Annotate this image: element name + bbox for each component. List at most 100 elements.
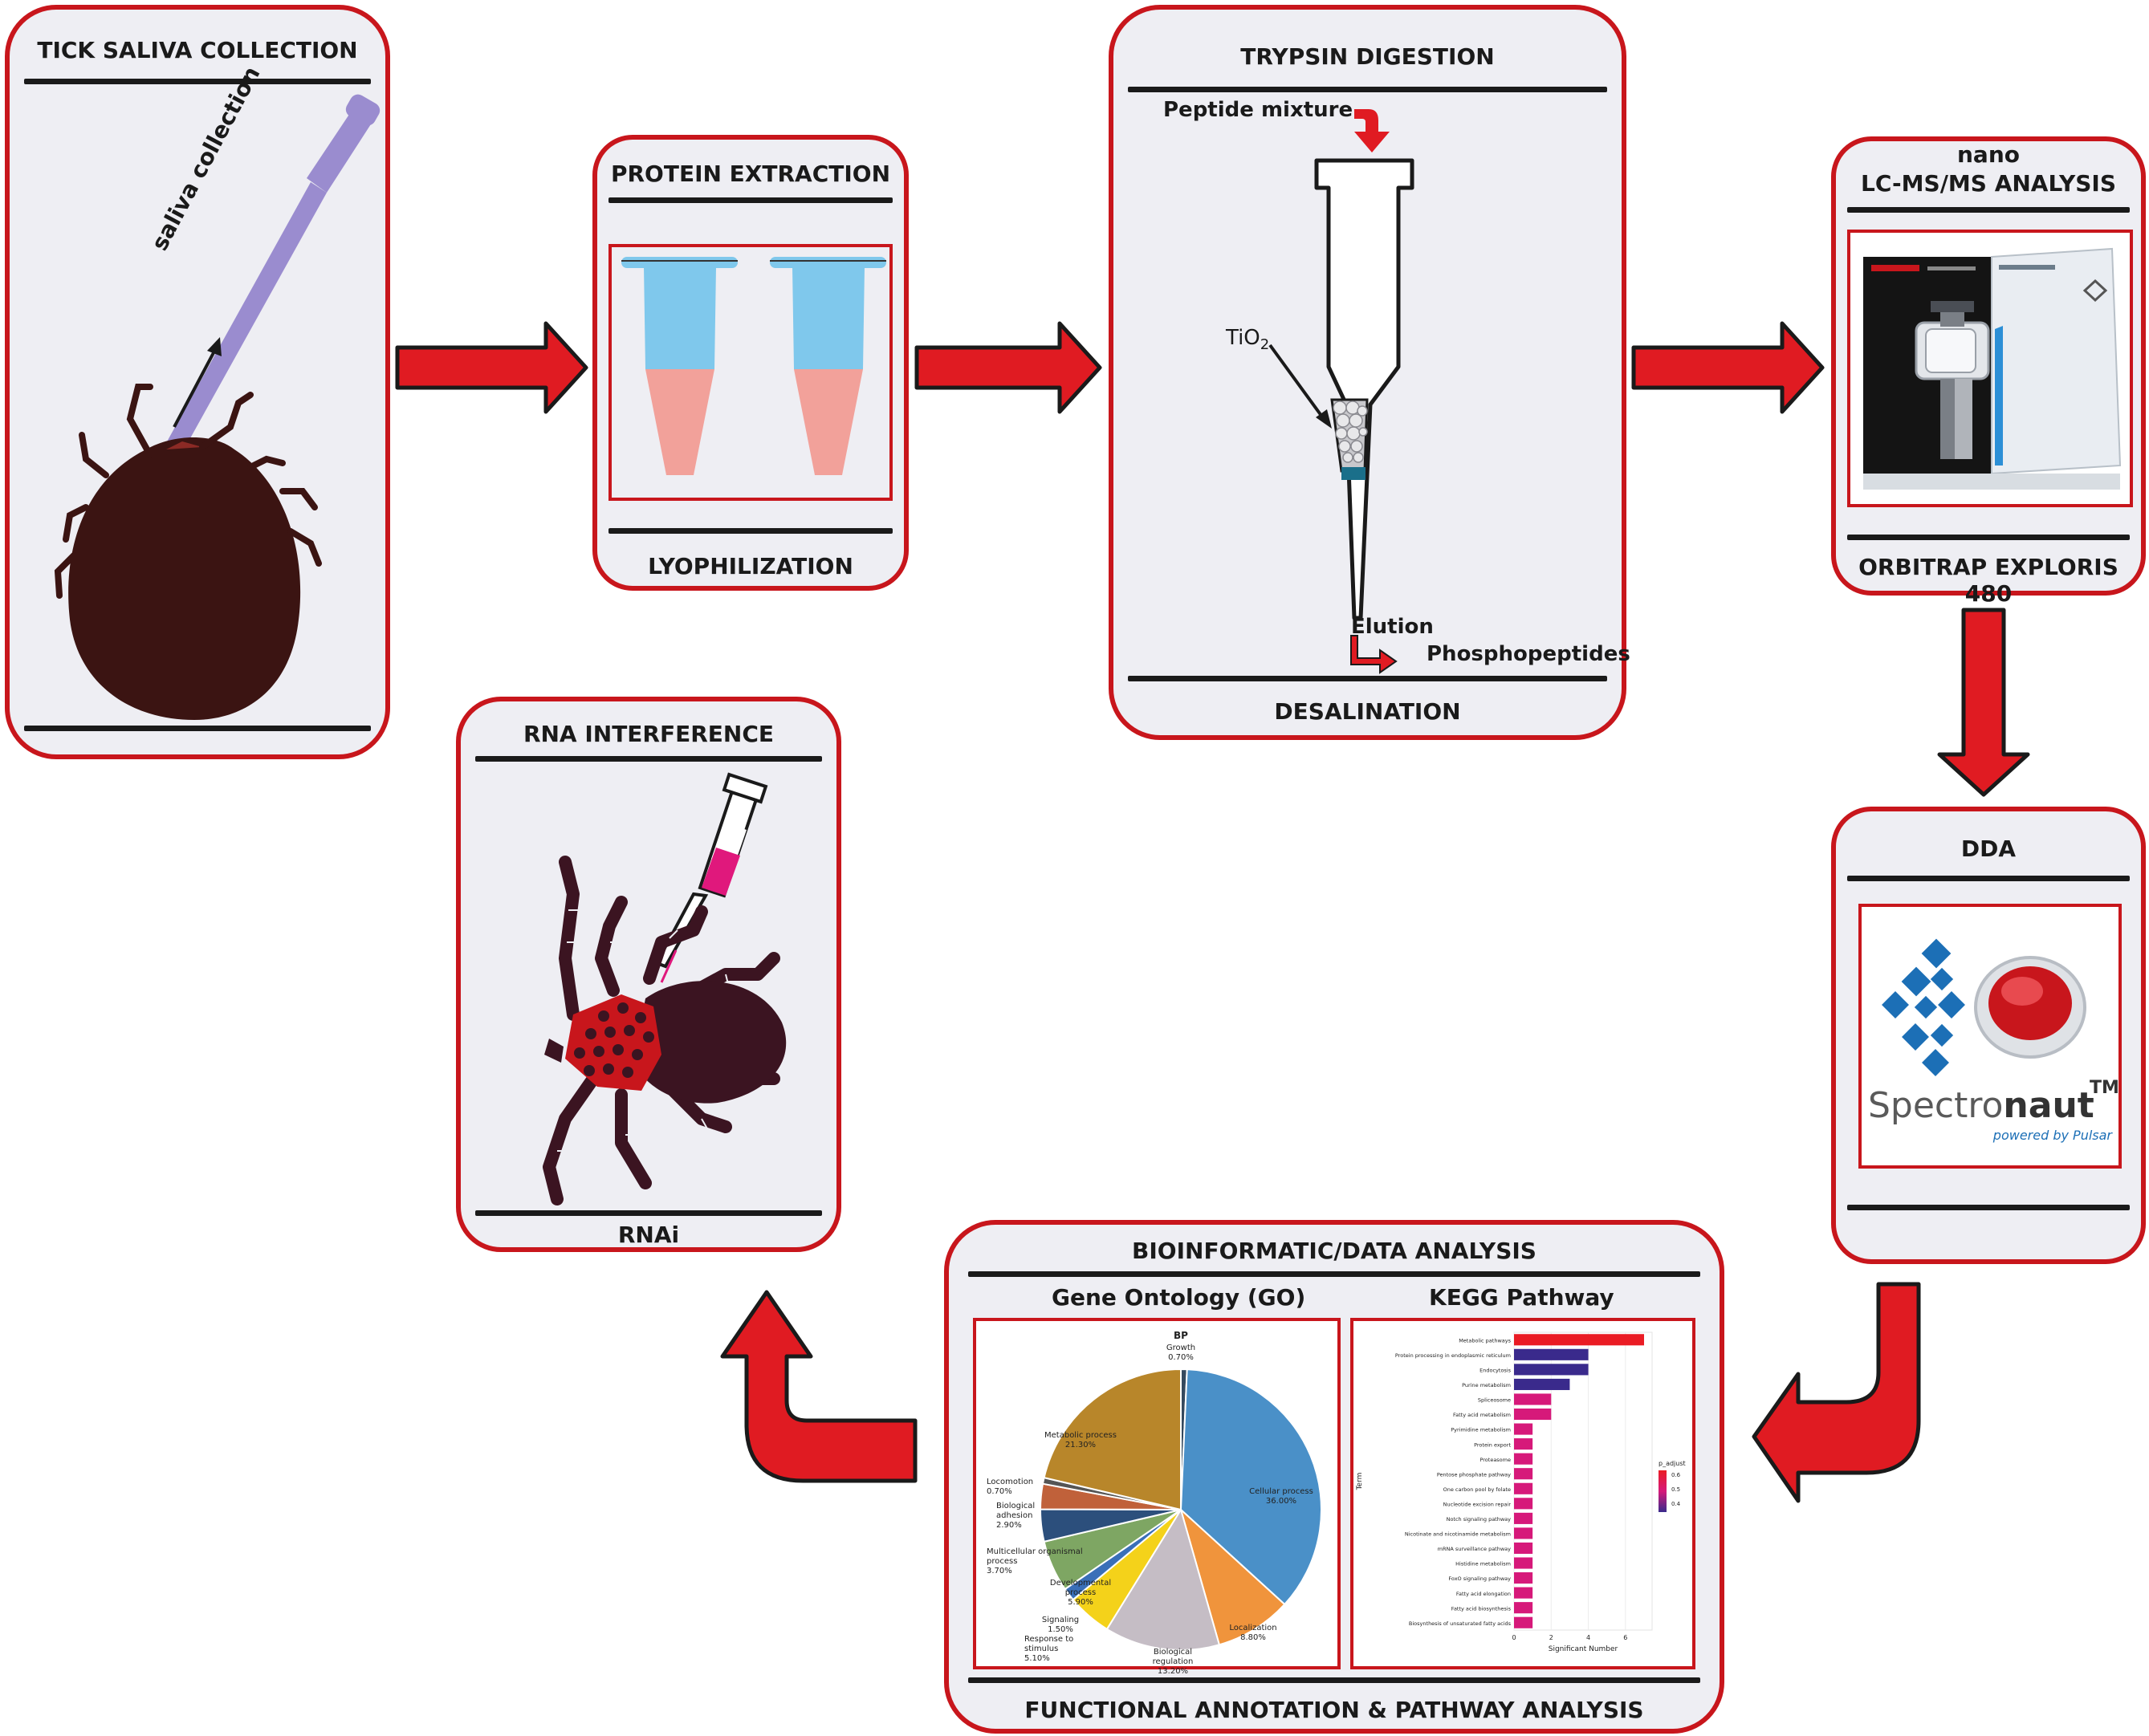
elution-arrow-icon [1350,635,1398,674]
panel-footer: LYOPHILIZATION [648,553,853,579]
slice-value: 8.80% [1240,1633,1266,1642]
slice-value: 0.70% [987,1487,1012,1496]
bar [1514,1527,1533,1539]
tube-icon [770,257,886,475]
legend-title: p_adjust [1659,1460,1686,1467]
pie-title: BP [1174,1330,1188,1341]
divider-bottom [1847,535,2130,540]
slice-label: Metabolic process [1044,1431,1117,1440]
pipette-icon [166,182,327,453]
panel-footer: RNAi [617,1222,680,1248]
tubes-frame [608,244,893,501]
panel-footer: DESALINATION [1274,698,1461,725]
panel-bioinformatic-analysis: BIOINFORMATIC/DATA ANALYSIS Gene Ontolog… [944,1220,1724,1734]
peptide-mixture-label: Peptide mixture [1163,98,1353,122]
slice-value: 36.00% [1266,1497,1296,1506]
slice-label: adhesion [996,1511,1032,1520]
slice-label: Developmental [1050,1579,1111,1588]
category-label: Fatty acid biosynthesis [1451,1605,1512,1612]
divider-top [1128,87,1607,92]
bar [1514,1393,1552,1405]
category-label: Pyrimidine metabolism [1451,1427,1511,1433]
category-label: Purine metabolism [1462,1382,1511,1388]
panel-footer: ORBITRAP EXPLORIS 480 [1858,554,2118,607]
orbitrap-instrument-illustration [1863,247,2122,490]
bar [1514,1348,1589,1360]
divider-bottom [1128,676,1607,681]
bar [1514,1482,1533,1494]
x-axis-label: Significant Number [1549,1645,1618,1653]
slice-label: Cellular process [1249,1487,1313,1496]
bar [1514,1364,1589,1376]
divider-bottom [24,726,371,731]
slice-label: stimulus [1024,1645,1058,1653]
slice-value: 3.70% [987,1567,1012,1575]
panel-title: DDA [1960,835,2017,862]
panel-title: TICK SALIVA COLLECTION [37,37,358,63]
tio2-subscript: 2 [1260,336,1270,354]
red-dome-icon [1974,956,2086,1059]
software-logo-frame: Spectronaut TM powered by Pulsar [1858,904,2122,1169]
divider-top [1847,876,2130,881]
bar [1514,1423,1533,1435]
bar [1514,1572,1533,1584]
slice-label: process [1065,1588,1096,1597]
pie-slice [1105,1507,1221,1651]
legend-tick: 0.6 [1671,1472,1681,1478]
slice-value: 13.20% [1158,1667,1188,1676]
panel-title-line1: nano [1957,141,2020,168]
bar [1514,1602,1533,1614]
y-axis-label: Term [1356,1473,1364,1491]
kegg-header: KEGG Pathway [1429,1284,1614,1311]
slice-label: Growth [1166,1344,1195,1352]
divider-top [1847,207,2130,213]
divider-top [475,756,822,762]
plot-area [1513,1331,1653,1631]
x-tick-label: 6 [1623,1634,1627,1641]
spin-column-illustration [1268,109,1414,674]
arrow-lcms-to-dda [1937,608,2030,797]
slice-label: Localization [1229,1624,1276,1632]
spectronaut-logo: Spectronaut TM powered by Pulsar [1868,938,2119,1143]
divider-top [608,197,893,203]
panel-title: TRYPSIN DIGESTION [1240,43,1495,70]
divider-bottom [1847,1205,2130,1210]
slice-value: 1.50% [1048,1625,1073,1634]
bar [1514,1512,1533,1524]
panel-lcms-analysis: nano LC-MS/MS ANALYSIS ORBITRAP EX [1831,136,2146,607]
category-label: Spliceosome [1478,1397,1511,1404]
tick-icon [543,856,787,1205]
spin-column-icon [1314,158,1414,620]
category-label: Protein export [1474,1441,1511,1448]
slice-label: Response to [1024,1635,1073,1644]
arrow-saliva-to-extraction [395,321,588,414]
collection-arrow-icon [173,346,218,428]
slice-label: Locomotion [987,1478,1033,1486]
tube-icon [621,257,738,475]
tubes-illustration [621,257,886,475]
rnai-tick-illustration [543,772,787,1205]
logo-wordmark: Spectronaut [1868,1085,2094,1126]
divider-top [24,79,371,84]
legend-colorbar [1659,1470,1667,1512]
x-tick-label: 2 [1549,1634,1553,1641]
arrow-extraction-to-trypsin [914,321,1102,414]
category-label: Pentose phosphate pathway [1437,1471,1511,1478]
bar [1514,1438,1533,1450]
tick-icon [54,384,322,720]
category-label: Fatty acid elongation [1456,1591,1511,1597]
slice-value: 5.10% [1024,1654,1050,1663]
panel-protein-extraction: PROTEIN EXTRACTION LYOPHILIZATION [592,135,909,591]
category-label: Proteasome [1479,1457,1511,1463]
slice-label: Biological [1154,1648,1192,1657]
panel-title-line2: LC-MS/MS ANALYSIS [1861,170,2116,197]
category-label: Nucleotide excision repair [1443,1501,1512,1507]
slice-value: 21.30% [1065,1441,1096,1449]
syringe-icon [654,772,768,983]
category-label: Notch signaling pathway [1447,1516,1512,1523]
legend-tick: 0.5 [1671,1486,1680,1493]
go-header: Gene Ontology (GO) [1052,1284,1306,1311]
